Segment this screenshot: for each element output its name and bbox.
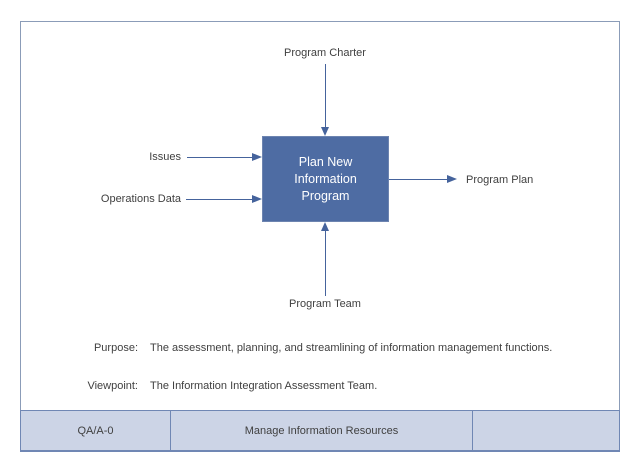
mechanism-arrow-line bbox=[325, 231, 326, 296]
viewpoint-label: Viewpoint: bbox=[87, 380, 138, 392]
input-operations-data-label: Operations Data bbox=[100, 193, 181, 205]
diagram-frame bbox=[20, 21, 620, 452]
title-bar-title-cell: Manage Information Resources bbox=[171, 411, 473, 450]
input-issues-label: Issues bbox=[149, 151, 181, 163]
input-operations-data-arrow-line bbox=[186, 199, 253, 200]
node-id: QA/A-0 bbox=[77, 424, 114, 437]
control-arrow-line bbox=[325, 64, 326, 127]
diagram-title: Manage Information Resources bbox=[244, 424, 399, 437]
activity-box: Plan New Information Program bbox=[262, 136, 389, 222]
title-bar-number-cell bbox=[473, 411, 619, 450]
title-bar-node-cell: QA/A-0 bbox=[21, 411, 171, 450]
arrowhead-right-icon bbox=[252, 195, 262, 203]
viewpoint-text: The Information Integration Assessment T… bbox=[150, 380, 378, 392]
output-arrow-line bbox=[389, 179, 448, 180]
control-label: Program Charter bbox=[284, 47, 366, 59]
arrowhead-up-icon bbox=[321, 222, 329, 231]
arrowhead-right-icon bbox=[447, 175, 457, 183]
purpose-label: Purpose: bbox=[93, 342, 138, 354]
mechanism-label: Program Team bbox=[289, 298, 361, 310]
title-bar: QA/A-0 Manage Information Resources bbox=[20, 410, 620, 452]
arrowhead-right-icon bbox=[252, 153, 262, 161]
purpose-text: The assessment, planning, and streamlini… bbox=[150, 342, 553, 354]
input-issues-arrow-line bbox=[187, 157, 253, 158]
arrowhead-down-icon bbox=[321, 127, 329, 136]
activity-box-label: Plan New Information Program bbox=[294, 154, 357, 203]
output-label: Program Plan bbox=[466, 174, 534, 186]
